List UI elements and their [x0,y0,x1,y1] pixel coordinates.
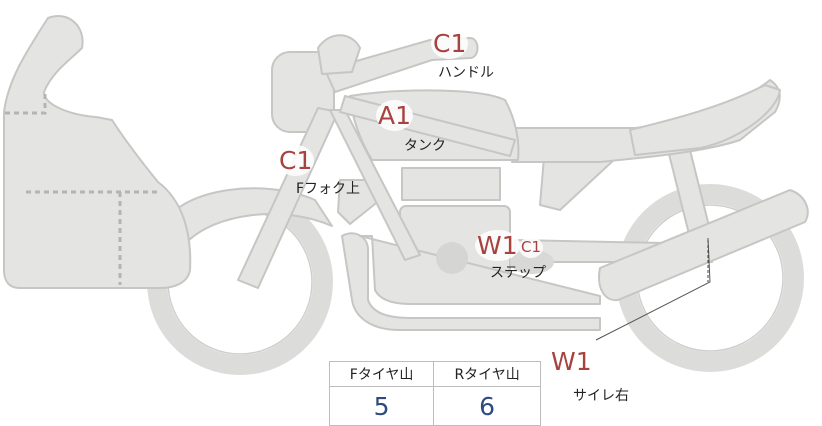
fork-name: Fフォク上 [296,181,361,197]
cowl-guide-top [5,93,47,115]
front-tread-header: Fタイヤ山 [328,361,435,387]
tank-grade: A1 [376,100,414,131]
engine-cover [436,242,468,274]
seat-cowl [629,84,781,156]
step-name: ステップ [490,265,546,281]
tank-name: タンク [404,138,446,154]
rear-tread-value: 6 [433,386,541,426]
muffler [598,189,809,302]
fork-grade: C1 [277,145,315,176]
step-grade-main: W1 [475,230,520,261]
handle-grade: C1 [431,28,469,59]
rear-tread-header: Rタイヤ山 [433,361,541,387]
leader-line-muffler [595,237,711,341]
sail-name: サイレ右 [573,388,629,404]
sail-grade: W1 [549,346,594,377]
step-grade-sub: C1 [519,237,544,258]
front-tread-value: 5 [328,386,435,426]
cowl [3,15,192,289]
foot-peg [510,250,554,274]
handle-name: ハンドル [438,65,494,81]
tread-depth-table: Fタイヤ山 Rタイヤ山 5 6 [328,361,541,426]
engine-cylinder [401,167,501,201]
handlebar-grip [317,34,361,75]
